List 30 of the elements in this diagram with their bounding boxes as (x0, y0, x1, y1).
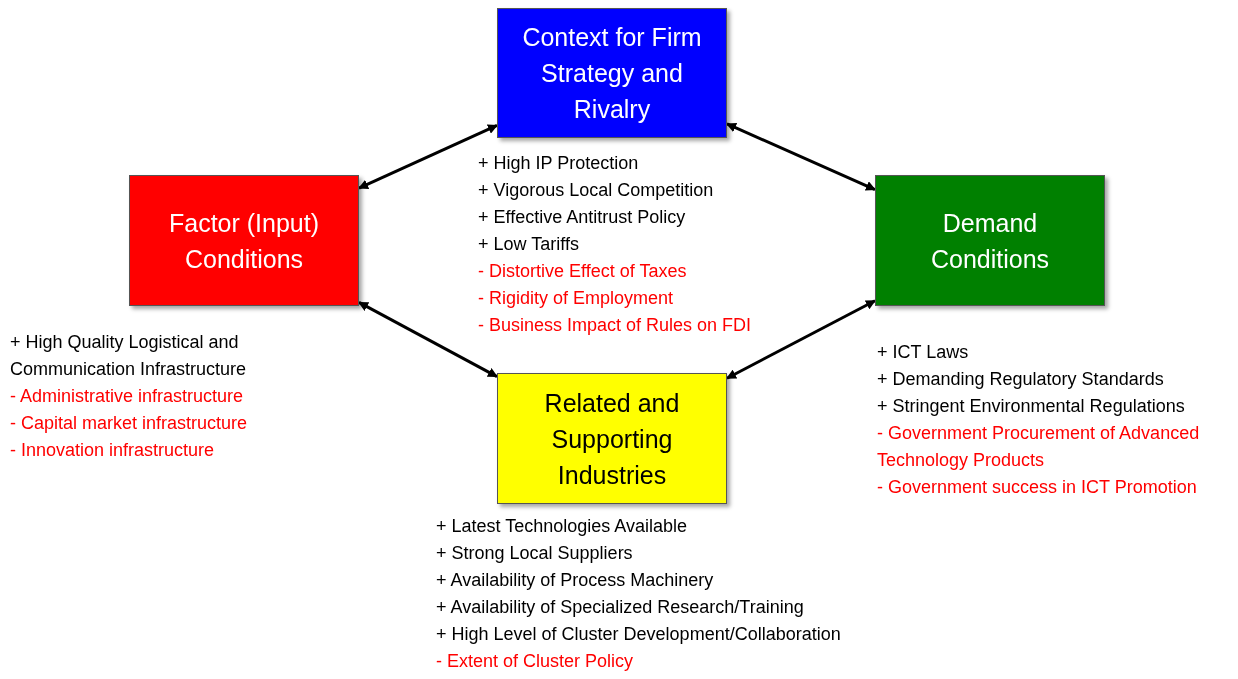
factor-item: + Low Tariffs (478, 233, 580, 256)
double-arrow (358, 123, 498, 190)
factor-item: - Government Procurement of Advanced Technology Products (877, 422, 1201, 472)
factor-item: + Availability of Specialized Research/Training (436, 596, 805, 619)
factor-item: - Extent of Cluster Policy (436, 650, 635, 673)
category-box: Context for Firm Strategy and Rivalry (497, 8, 727, 138)
category-box: Related and Supporting Industries (497, 373, 727, 504)
factor-item: + High Level of Cluster Development/Collaboration (436, 623, 842, 646)
factor-item: + Effective Antitrust Policy (478, 206, 687, 229)
factor-item: - Administrative infrastructure (10, 385, 245, 408)
factor-item: + High Quality Logistical and Communication Infrastructure (10, 331, 248, 381)
category-box: Factor (Input) Conditions (129, 175, 359, 306)
double-arrow (726, 299, 876, 380)
factor-item: - Government success in ICT Promotion (877, 476, 1198, 499)
factor-item: - Business Impact of Rules on FDI (478, 314, 753, 337)
double-arrow (358, 301, 498, 378)
factor-item: + Vigorous Local Competition (478, 179, 715, 202)
factor-item: + ICT Laws (877, 341, 970, 364)
category-box: Demand Conditions (875, 175, 1105, 306)
double-arrow (726, 122, 876, 191)
factor-item: - Capital market infrastructure (10, 412, 249, 435)
factor-item: + Latest Technologies Available (436, 515, 689, 538)
factor-item: - Rigidity of Employment (478, 287, 675, 310)
factor-item: + Demanding Regulatory Standards (877, 368, 1165, 391)
factor-item: + Stringent Environmental Regulations (877, 395, 1186, 418)
factor-item: - Innovation infrastructure (10, 439, 216, 462)
factor-item: + Availability of Process Machinery (436, 569, 715, 592)
factor-item: - Distortive Effect of Taxes (478, 260, 688, 283)
factor-item: + Strong Local Suppliers (436, 542, 634, 565)
factor-item: + High IP Protection (478, 152, 640, 175)
